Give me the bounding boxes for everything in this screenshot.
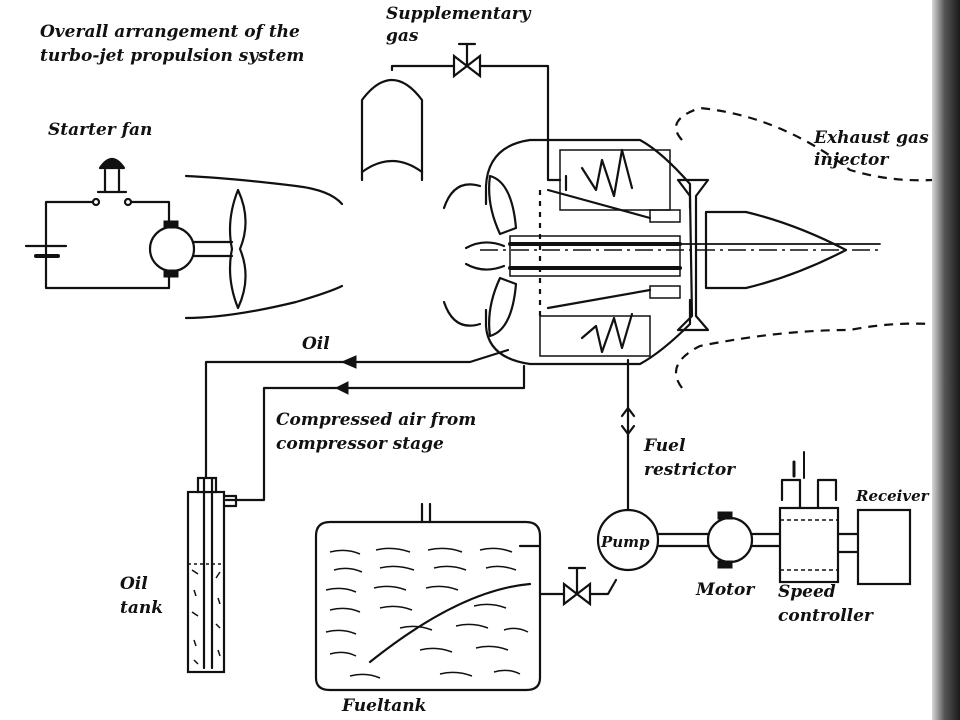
oil-line bbox=[204, 348, 510, 480]
starter-circuit bbox=[24, 157, 171, 290]
starter-fan-label: Starter fan bbox=[48, 120, 153, 140]
oil-tank-label-1: Oil bbox=[120, 574, 148, 594]
fuel-pump bbox=[596, 358, 710, 572]
oil-label: Oil bbox=[302, 334, 330, 354]
fueltank-label: Fueltank bbox=[342, 696, 427, 716]
motor-label: Motor bbox=[696, 580, 755, 600]
fuel-restrictor-label-2: restrictor bbox=[644, 460, 736, 480]
oil-tank-label-2: tank bbox=[120, 598, 164, 618]
combustion-chamber-bottom bbox=[539, 285, 681, 357]
exhaust-gas-injector bbox=[674, 106, 933, 389]
exhaust-cone bbox=[704, 210, 848, 290]
title-line-2: turbo-jet propulsion system bbox=[40, 46, 305, 66]
exhaust-gas-label-2: injector bbox=[814, 150, 889, 170]
receiver-label: Receiver bbox=[856, 487, 929, 505]
compressed-air-label-2: compressor stage bbox=[276, 434, 444, 454]
engine-casing bbox=[480, 138, 881, 366]
compressor-blades bbox=[442, 174, 518, 338]
speed-controller bbox=[778, 451, 860, 584]
speed-controller-label-1: Speed bbox=[778, 582, 836, 602]
turbine-rotor bbox=[676, 178, 710, 332]
title-line-1: Overall arrangement of the bbox=[40, 22, 300, 42]
scan-edge-shadow bbox=[932, 0, 960, 720]
pump-label: Pump bbox=[601, 533, 650, 551]
compressed-air-label-1: Compressed air from bbox=[276, 410, 477, 430]
starter-motor bbox=[148, 220, 234, 278]
starter-fan-propeller bbox=[184, 174, 344, 320]
supplementary-gas-label-2: gas bbox=[386, 26, 419, 46]
combustion-chamber-top bbox=[546, 148, 681, 223]
fuel-restrictor-label-1: Fuel bbox=[644, 436, 686, 456]
speed-controller-label-2: controller bbox=[778, 606, 873, 626]
gas-cylinder bbox=[360, 42, 550, 182]
supplementary-gas-label-1: Supplementary bbox=[386, 4, 531, 24]
exhaust-gas-label-1: Exhaust gas bbox=[814, 128, 929, 148]
fuel-tank bbox=[314, 502, 542, 692]
oil-tank bbox=[186, 476, 238, 674]
receiver bbox=[856, 508, 912, 586]
motor bbox=[706, 511, 782, 569]
compressed-air-line bbox=[224, 364, 526, 502]
fuel-valve bbox=[538, 566, 618, 607]
